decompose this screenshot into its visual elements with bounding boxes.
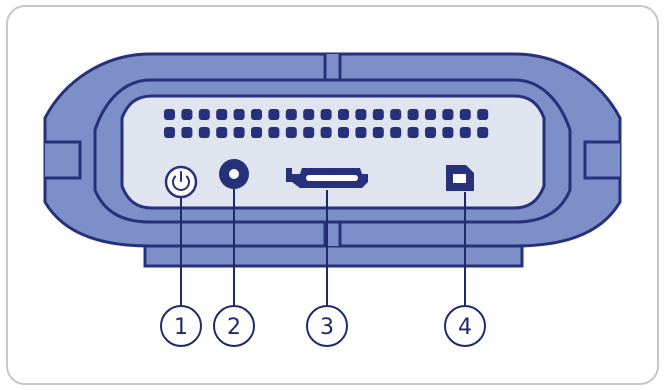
- vent-hole: [164, 109, 175, 120]
- callout-1-label: 1: [174, 315, 188, 340]
- vent-hole: [338, 127, 349, 138]
- vent-hole: [459, 109, 471, 120]
- vent-hole: [442, 127, 454, 138]
- ventilation-grid: [164, 109, 489, 138]
- vent-hole: [251, 109, 262, 120]
- vent-hole: [285, 109, 297, 120]
- vent-hole: [425, 127, 436, 138]
- vent-hole: [216, 127, 228, 138]
- vent-hole: [338, 109, 349, 120]
- dc-jack-icon: [219, 159, 249, 189]
- vent-hole: [198, 127, 210, 138]
- left-side-notch: [45, 140, 82, 180]
- vent-hole: [390, 109, 402, 120]
- callout-1: 1: [160, 305, 202, 347]
- vent-hole: [320, 109, 332, 120]
- callout-4: 4: [444, 305, 486, 347]
- vent-hole: [407, 127, 419, 138]
- vent-hole: [407, 109, 419, 120]
- vent-hole: [303, 109, 315, 120]
- vent-hole: [251, 127, 262, 138]
- esata-port-icon: [286, 168, 368, 188]
- vent-hole: [442, 109, 454, 120]
- vent-hole: [216, 109, 228, 120]
- vent-hole: [181, 127, 193, 138]
- vent-hole: [320, 127, 332, 138]
- vent-hole: [268, 127, 280, 138]
- vent-hole: [198, 109, 210, 120]
- callout-3-label: 3: [320, 315, 334, 340]
- vent-hole: [355, 127, 367, 138]
- vent-hole: [477, 109, 489, 120]
- right-side-notch: [583, 140, 620, 180]
- vent-hole: [285, 127, 297, 138]
- vent-hole: [477, 127, 489, 138]
- vent-hole: [355, 109, 367, 120]
- vent-hole: [372, 109, 384, 120]
- vent-hole: [268, 109, 280, 120]
- callout-2-label: 2: [227, 315, 241, 340]
- top-notch: [323, 54, 342, 82]
- callout-2: 2: [213, 305, 255, 347]
- vent-hole: [372, 127, 384, 138]
- power-icon[interactable]: [164, 165, 198, 199]
- callout-4-label: 4: [458, 315, 472, 340]
- vent-hole: [425, 109, 436, 120]
- vent-hole: [164, 127, 175, 138]
- vent-hole: [233, 109, 245, 120]
- vent-hole: [390, 127, 402, 138]
- vent-hole: [303, 127, 315, 138]
- usb-b-port-icon: [446, 165, 474, 191]
- vent-hole: [233, 127, 245, 138]
- vent-hole: [459, 127, 471, 138]
- callout-3: 3: [306, 305, 348, 347]
- vent-hole: [181, 109, 193, 120]
